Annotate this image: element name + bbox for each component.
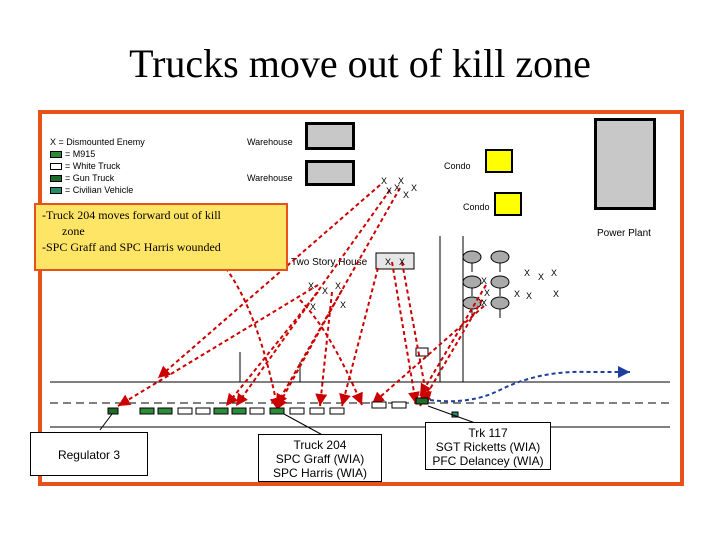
civilian-swatch bbox=[50, 186, 62, 194]
white-truck-icon bbox=[177, 407, 193, 415]
roads bbox=[50, 236, 670, 428]
fire-line bbox=[299, 299, 363, 406]
fire-line bbox=[315, 291, 333, 407]
side-paths bbox=[239, 352, 301, 382]
legend-white-truck: = White Truck bbox=[65, 161, 121, 171]
fire-line bbox=[391, 261, 420, 405]
fire-line bbox=[339, 267, 379, 407]
warehouse-label-1: Warehouse bbox=[247, 137, 293, 147]
trk117-crew-2: PFC Delancey (WIA) bbox=[432, 454, 544, 468]
note-line-1: -Truck 204 moves forward out of kill bbox=[42, 208, 221, 222]
fire-lines bbox=[117, 184, 487, 411]
warehouse-1 bbox=[305, 122, 355, 150]
enemy-marker: X bbox=[340, 300, 347, 310]
enemy-marker: X bbox=[481, 298, 488, 308]
white-truck-swatch bbox=[50, 162, 62, 170]
fire-line bbox=[371, 305, 485, 405]
legend-civilian: = Civilian Vehicle bbox=[65, 185, 134, 195]
m915-icon bbox=[157, 407, 173, 415]
enemy-marker: X bbox=[310, 302, 317, 312]
condo-label-2: Condo bbox=[463, 202, 490, 212]
tree-icon bbox=[490, 250, 510, 264]
truck204-callout: Truck 204 SPC Graff (WIA) SPC Harris (WI… bbox=[258, 434, 382, 482]
fire-line bbox=[275, 289, 343, 411]
enemy-marker: X bbox=[381, 176, 388, 186]
gun-truck-swatch bbox=[50, 174, 62, 182]
enemy-marker: X bbox=[386, 186, 393, 196]
trees bbox=[462, 250, 510, 318]
enemy-marker: X bbox=[399, 257, 406, 267]
white-truck-icon bbox=[195, 407, 211, 415]
enemy-marker: X bbox=[394, 183, 401, 193]
m915-icon bbox=[231, 407, 247, 415]
white-truck-icon bbox=[289, 407, 305, 415]
enemy-marker: X bbox=[322, 286, 329, 296]
condo-2 bbox=[494, 192, 522, 216]
fire-line bbox=[117, 284, 319, 407]
enemy-marker: X bbox=[526, 291, 533, 301]
regulator-callout: Regulator 3 bbox=[30, 432, 148, 476]
map-frame bbox=[38, 110, 684, 486]
note-line-3: -SPC Graff and SPC Harris wounded bbox=[42, 240, 221, 254]
white-truck-icon bbox=[371, 401, 387, 409]
enemy-marker: X bbox=[524, 268, 531, 278]
truck204-crew-1: SPC Graff (WIA) bbox=[275, 452, 365, 466]
fire-line bbox=[235, 189, 391, 407]
enemy-marker: X bbox=[308, 281, 315, 291]
m915-swatch bbox=[50, 150, 62, 158]
small-structure bbox=[415, 347, 429, 357]
fire-line bbox=[225, 291, 319, 407]
regulator-label: Regulator 3 bbox=[57, 448, 121, 462]
gun-truck-icon bbox=[107, 407, 119, 415]
page-title: Trucks move out of kill zone bbox=[129, 41, 591, 86]
note-line-2: zone bbox=[62, 224, 85, 238]
m915-icon bbox=[139, 407, 155, 415]
enemy-marker: X bbox=[514, 289, 521, 299]
tree-icon bbox=[490, 275, 510, 289]
truck204-crew-2: SPC Harris (WIA) bbox=[273, 466, 367, 480]
power-plant-label: Power Plant bbox=[597, 228, 651, 239]
enemy-marker: X bbox=[553, 289, 560, 299]
enemy-marker: X bbox=[538, 272, 545, 282]
enemy-marker: X bbox=[398, 176, 405, 186]
trk117-title: Trk 117 bbox=[468, 426, 508, 440]
warehouse-2 bbox=[305, 160, 355, 186]
enemy-marker: X bbox=[403, 190, 410, 200]
white-truck-icon bbox=[309, 407, 325, 415]
enemy-marker: X bbox=[481, 276, 488, 286]
gun-truck-icon bbox=[415, 397, 429, 405]
fire-line bbox=[419, 284, 487, 397]
legend-m915: = M915 bbox=[65, 149, 96, 159]
two-story-house bbox=[375, 252, 415, 270]
white-truck-icon bbox=[391, 401, 407, 409]
white-truck-icon bbox=[249, 407, 265, 415]
trk117-crew-1: SGT Ricketts (WIA) bbox=[435, 440, 541, 454]
warehouse-label-2: Warehouse bbox=[247, 173, 293, 183]
event-note: -Truck 204 moves forward out of kill zon… bbox=[34, 203, 288, 271]
m915-icon bbox=[269, 407, 285, 415]
legend-enemy: X = Dismounted Enemy bbox=[50, 137, 145, 147]
tree-icon bbox=[490, 296, 510, 310]
condo-1 bbox=[485, 149, 513, 173]
tree-icon bbox=[462, 275, 482, 289]
tree-icon bbox=[462, 250, 482, 264]
legend: X = Dismounted Enemy = M915 = White Truc… bbox=[50, 136, 145, 196]
condo-label-1: Condo bbox=[444, 161, 471, 171]
convoy bbox=[107, 397, 459, 418]
two-story-label: Two Story House bbox=[291, 257, 368, 268]
truck204-title: Truck 204 bbox=[293, 438, 347, 452]
enemy-marker: X bbox=[484, 288, 491, 298]
enemy-marker: X bbox=[411, 183, 418, 193]
fire-line bbox=[401, 261, 432, 405]
legend-gun-truck: = Gun Truck bbox=[65, 173, 115, 183]
enemy-marker: X bbox=[551, 268, 558, 278]
white-truck-icon bbox=[329, 407, 345, 415]
truck-route-line bbox=[429, 366, 630, 403]
trk117-callout: Trk 117 SGT Ricketts (WIA) PFC Delancey … bbox=[425, 422, 551, 470]
enemy-marker: X bbox=[335, 281, 342, 291]
m915-icon bbox=[213, 407, 229, 415]
enemy-marker: X bbox=[385, 257, 392, 267]
fire-line bbox=[157, 184, 381, 379]
power-plant bbox=[594, 118, 656, 210]
